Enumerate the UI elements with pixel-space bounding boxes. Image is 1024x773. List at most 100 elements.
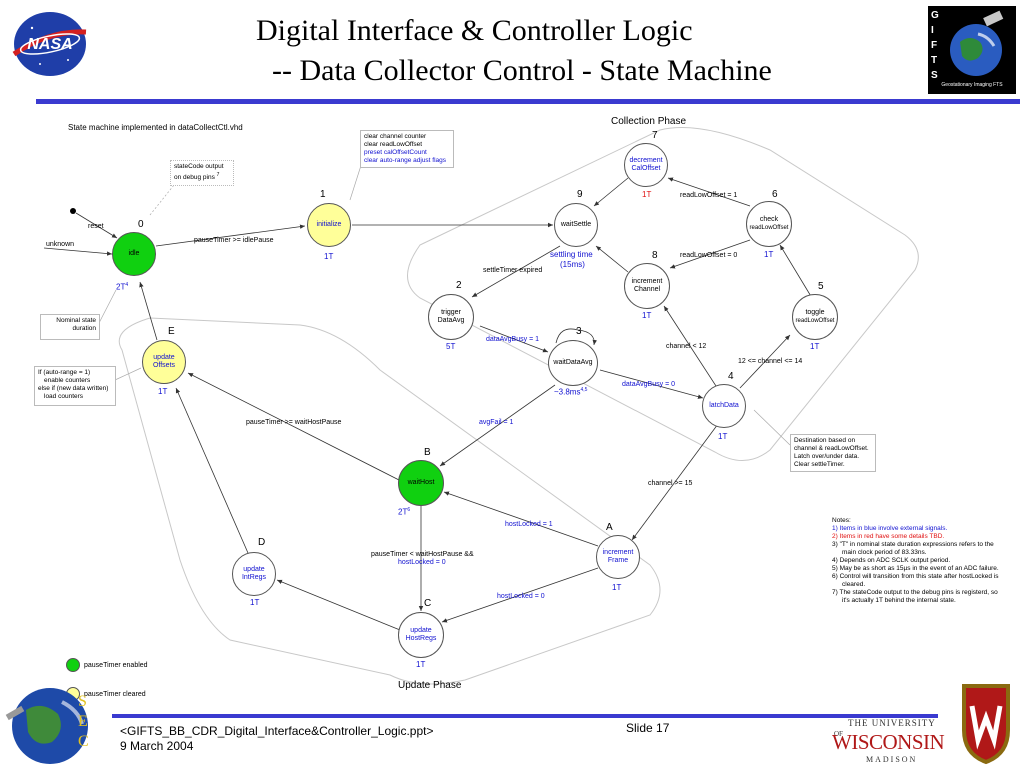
state-updateoffsets-name-a: update	[153, 354, 175, 361]
note-6b: cleared.	[842, 581, 866, 588]
state-idle: idle	[112, 232, 156, 276]
state-decrement-name-b: CalOffset	[631, 165, 661, 172]
state-id-updateoffsets: E	[168, 326, 175, 337]
autorange-line-1: If (auto-range = 1)	[38, 369, 91, 376]
state-waitsettle: waitSettle	[554, 203, 598, 247]
state-waitdataavg-dur: ~3.8ms	[554, 387, 581, 397]
nasa-logo: NASA	[10, 10, 90, 78]
legend-cleared-label: pauseTimer cleared	[84, 691, 146, 698]
state-id-waitsettle: 9	[577, 189, 583, 200]
update-phase-label: Update Phase	[398, 680, 462, 691]
autorange-line-2: enable counters	[44, 377, 91, 384]
uw-wordmark: THE UNIVERSITY OF WISCONSIN MADISON	[832, 716, 948, 766]
state-incrframe-dur: 1T	[612, 583, 622, 592]
statecode-note: stateCode output on debug pins 7	[170, 160, 234, 186]
footer-file: <GIFTS_BB_CDR_Digital_Interface&Controll…	[120, 724, 434, 738]
footer-date: 9 March 2004	[120, 739, 194, 753]
state-updatehostregs-name-a: update	[410, 627, 432, 634]
note-4: 4) Depends on ADC SCLK output period.	[832, 557, 951, 564]
state-id-latchdata: 4	[728, 371, 734, 382]
state-waithost-dur: 2T	[398, 507, 408, 517]
state-updateintregs-name-b: IntRegs	[241, 574, 267, 581]
autorange-line-4: load counters	[44, 393, 84, 400]
state-waithost-name: waitHost	[407, 479, 435, 486]
sec-logo: SEC	[2, 680, 102, 768]
gifts-logo: G I F T S Geostationary Imaging FTS	[928, 6, 1016, 94]
transition-pause-lt-a: pauseTimer < waitHostPause &&	[371, 551, 474, 558]
state-idle-name: idle	[128, 250, 140, 257]
state-incrchan-name-a: increment	[631, 278, 663, 285]
state-updateoffsets-name-b: Offsets	[152, 362, 176, 369]
state-check-dur: 1T	[764, 250, 774, 259]
state-idle-dur: 2T	[116, 282, 126, 292]
state-updateoffsets-dur: 1T	[158, 387, 168, 396]
uw-line-3: MADISON	[866, 755, 918, 764]
state-toggle-name-b: readLowOffset	[795, 318, 835, 324]
state-id-decrement: 7	[652, 130, 658, 141]
state-initialize-dur: 1T	[324, 252, 334, 261]
state-id-init: 1	[320, 189, 326, 200]
transition-chan-ge15: channel >= 15	[648, 480, 693, 487]
state-initialize: initialize	[307, 203, 351, 247]
state-incrframe-name-a: increment	[602, 549, 634, 556]
uw-of: OF	[834, 730, 843, 738]
state-waithost-sup: 6	[407, 507, 411, 513]
footer-slide: Slide 17	[626, 721, 670, 735]
state-id-toggle: 5	[818, 281, 824, 292]
state-check-name-a: check	[759, 216, 779, 223]
state-id-incrchan: 8	[652, 250, 658, 261]
state-trigger-name-b: DataAvg	[437, 317, 465, 324]
state-waitdataavg: waitDataAvg	[548, 340, 598, 386]
transition-read0: readLowOffset = 0	[680, 252, 738, 259]
collection-phase-label: Collection Phase	[611, 116, 687, 127]
state-id-check: 6	[772, 189, 778, 200]
transition-chan-lt12: channel < 12	[666, 343, 707, 350]
note-2: 2) Items in red have some details TBD.	[832, 533, 945, 540]
transition-unknown: unknown	[46, 241, 75, 248]
state-updateintregs-name-a: update	[243, 566, 265, 573]
header-rule	[36, 99, 1020, 104]
state-decrement-name-a: decrement	[629, 157, 663, 164]
state-id-updateintregs: D	[258, 537, 266, 548]
note-1: 1) Items in blue involve external signal…	[832, 525, 948, 532]
note-7a: 7) The stateCode output to the debug pin…	[832, 589, 998, 596]
gifts-logo-letters: G I F T S	[931, 10, 939, 81]
update-phase-region	[118, 317, 661, 685]
init-action-1: clear channel counter	[364, 133, 427, 140]
state-latchdata-name: latchData	[709, 402, 739, 409]
state-trigger-dur: 5T	[446, 342, 456, 351]
init-action-2: clear readLowOffset	[364, 141, 423, 148]
state-toggle-dur: 1T	[810, 342, 820, 351]
nasa-logo-text: NASA	[27, 36, 73, 53]
note-6a: 6) Control will transition from this sta…	[832, 573, 999, 580]
note-5: 5) May be as short as 15µs in the event …	[832, 565, 999, 572]
note-3a: 3) "T" in nominal state duration express…	[832, 541, 994, 548]
state-waitsettle-dur-b: (15ms)	[560, 260, 585, 269]
sec-logo-text: SEC	[78, 693, 89, 750]
transition-busy1: dataAvgBusy = 1	[486, 336, 539, 343]
state-waitsettle-name: waitSettle	[560, 221, 592, 228]
nominal-line-2: duration	[72, 325, 97, 332]
destination-line-2: channel & readLowOffset.	[794, 445, 869, 452]
transition-pause-waithost: pauseTimer >= waitHostPause	[246, 419, 342, 426]
statecode-line-2: on debug pins	[174, 174, 215, 182]
init-action-4: clear auto-range adjust flags	[364, 157, 447, 164]
notes-block: Notes: 1) Items in blue involve external…	[832, 517, 999, 605]
title-line-2: -- Data Collector Control - State Machin…	[272, 54, 772, 87]
transition-pause-lt-b: hostLocked = 0	[398, 559, 446, 566]
state-latchdata-dur: 1T	[718, 432, 728, 441]
state-idle-dur-sup: 4	[125, 282, 129, 288]
state-waitdataavg-name: waitDataAvg	[553, 359, 593, 366]
footer-rule	[112, 714, 938, 718]
destination-line-4: Clear settleTimer.	[794, 461, 845, 468]
transition-reset: reset	[88, 223, 104, 230]
state-updateintregs-dur: 1T	[250, 598, 260, 607]
destination-line-3: Latch over/under data.	[794, 453, 860, 460]
uw-crest	[958, 682, 1014, 766]
transition-read1: readLowOffset = 1	[680, 192, 738, 199]
state-waithost: waitHost	[398, 460, 444, 506]
